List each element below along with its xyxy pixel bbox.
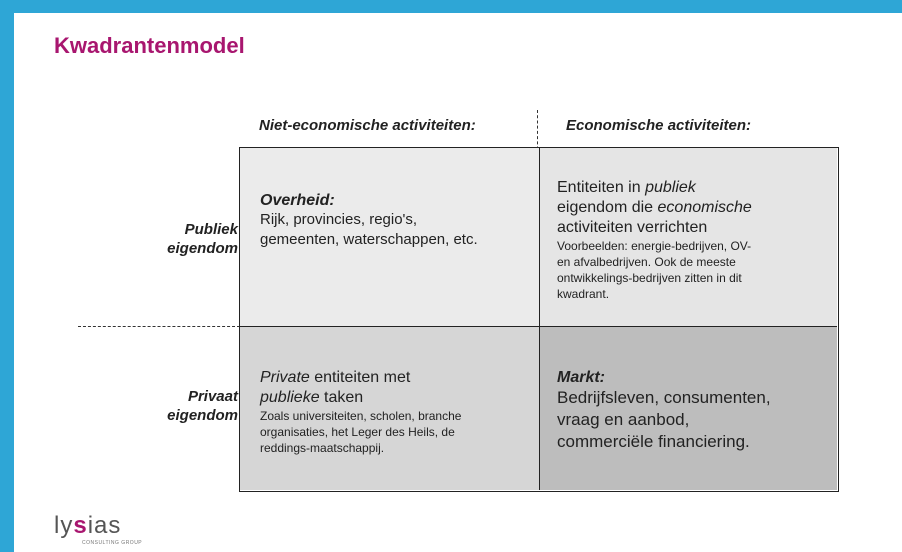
horizontal-divider-dashed — [78, 326, 240, 327]
column-header-non-economic: Niet-economische activiteiten: — [259, 117, 476, 134]
quadrant-grid: Overheid: Rijk, provincies, regio's, gem… — [239, 147, 839, 492]
q2-t3: activiteiten verrichten — [557, 219, 708, 236]
row-header-private-line1: Privaat — [187, 388, 238, 405]
quadrant-heading-markt: Markt: — [557, 369, 606, 386]
logo-subtitle: CONSULTING GROUP — [82, 540, 143, 546]
quadrant-private-economic: Markt: Bedrijfsleven, consumenten, vraag… — [540, 327, 837, 490]
q4-line3: commerciële financiering. — [557, 432, 750, 451]
q2-small1: Voorbeelden: energie-bedrijven, OV- — [557, 239, 752, 253]
quadrant-private-non-economic: Private entiteiten met publieke taken Zo… — [240, 327, 540, 490]
vertical-divider-dashed — [537, 110, 538, 160]
logo-mark: s — [73, 512, 88, 539]
q2-t2: eigendom die — [557, 199, 658, 216]
q2-t2-em: economische — [657, 199, 752, 216]
logo-pre: ly — [54, 512, 74, 539]
q4-line2: vraag en aanbod, — [557, 410, 690, 429]
column-header-economic: Economische activiteiten: — [566, 117, 752, 134]
q2-small3: ontwikkelings-bedrijven zitten in dit — [557, 271, 742, 285]
row-header-public-line2: eigendom — [167, 240, 238, 257]
q3-t1-em: Private — [260, 369, 310, 386]
row-header-public-line1: Publiek — [184, 221, 238, 238]
slide: Kwadrantenmodel Niet-economische activit… — [14, 13, 902, 552]
q3-t2-em: publieke — [260, 389, 320, 406]
quadrant-heading-overheid: Overheid: — [260, 192, 335, 209]
q1-line1: Rijk, provincies, regio's, — [260, 211, 418, 228]
q3-t2: taken — [319, 389, 364, 406]
q3-t1: entiteiten met — [309, 369, 411, 386]
q3-small1: Zoals universiteiten, scholen, branche — [260, 409, 462, 423]
q4-line1: Bedrijfsleven, consumenten, — [557, 388, 771, 407]
row-header-private-line2: eigendom — [167, 407, 238, 424]
logo-post: ias — [87, 512, 122, 539]
q2-t1-em: publiek — [645, 179, 696, 196]
page-title: Kwadrantenmodel — [54, 33, 245, 58]
q3-small3: reddings-maatschappij. — [260, 441, 385, 455]
quadrant-public-economic: Entiteiten in publiek eigendom die econo… — [540, 148, 837, 327]
q2-small4: kwadrant. — [557, 287, 610, 301]
q1-line2: gemeenten, waterschappen, etc. — [260, 231, 478, 248]
q2-t1: Entiteiten in — [557, 179, 646, 196]
quadrant-public-non-economic: Overheid: Rijk, provincies, regio's, gem… — [240, 148, 540, 327]
q3-small2: organisaties, het Leger des Heils, de — [260, 425, 455, 439]
row-header-public: Publiek eigendom — [88, 220, 238, 258]
q2-small2: en afvalbedrijven. Ook de meeste — [557, 255, 736, 269]
lysias-logo: lysias — [54, 512, 121, 540]
row-header-private: Privaat eigendom — [88, 387, 238, 425]
